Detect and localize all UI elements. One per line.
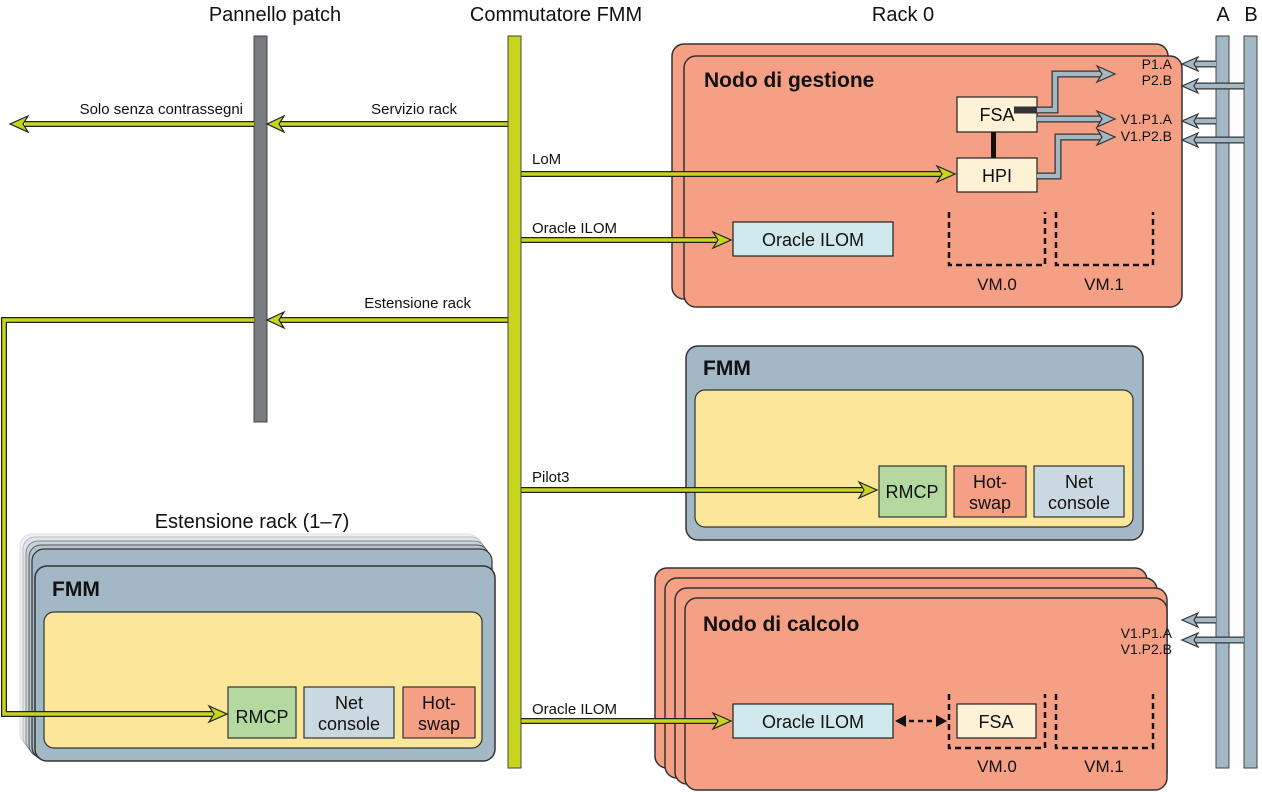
extension-hotswap-label-1: Hot-: [422, 693, 456, 713]
rack0-header: Rack 0: [872, 4, 934, 26]
port-p1a: P1.A: [1142, 56, 1173, 72]
link-label-pilot3: Pilot3: [532, 469, 570, 486]
link-label-oracle-ilom-compute: Oracle ILOM: [532, 701, 617, 718]
fmm-rack0-title: FMM: [703, 357, 751, 380]
management-node-title: Nodo di gestione: [704, 69, 874, 92]
extension-rmcp-label: RMCP: [236, 707, 289, 727]
link-label-oracle-ilom-mgmt: Oracle ILOM: [532, 220, 617, 237]
fmm-rack0: FMM RMCP Hot- swap Net console: [685, 345, 1144, 541]
port-v1p1a: V1.P1.A: [1121, 111, 1173, 127]
bus-a-header: A: [1216, 4, 1230, 26]
mgmt-fsa-box: [956, 96, 1038, 133]
link-label-lom: LoM: [532, 151, 561, 168]
patch-panel-header: Pannello patch: [209, 4, 341, 26]
port-v1p2b: V1.P2.B: [1121, 128, 1172, 144]
extension-netconsole-box: [303, 686, 395, 739]
extension-caption: Estensione rack (1–7): [155, 511, 350, 533]
mgmt-vm0-frame: [947, 212, 1047, 267]
mgmt-oracle-ilom-box: [732, 221, 894, 257]
extension-rack: Estensione rack (1–7) FMM RMCP Net conso…: [19, 511, 496, 762]
compute-vm1-label: VM.1: [1084, 757, 1124, 776]
fmm-rack0-netconsole-label-1: Net: [1065, 472, 1093, 492]
compute-port-v1p2b: V1.P2.B: [1121, 641, 1172, 657]
mgmt-vm0-label: VM.0: [977, 275, 1017, 294]
fsa-hpi-link: [991, 132, 996, 159]
fmm-rack0-hotswap-label-1: Hot-: [973, 472, 1007, 492]
compute-vm0-label: VM.0: [977, 757, 1017, 776]
bus-arrows-mgmt: [1180, 55, 1244, 149]
compute-vm1-frame: [1054, 694, 1155, 750]
fmm-rack0-rmcp-label: RMCP: [886, 482, 939, 502]
extension-hotswap-box: [402, 686, 476, 739]
compute-oracle-ilom-box: [732, 703, 894, 739]
mgmt-oracle-ilom-label: Oracle ILOM: [762, 230, 864, 250]
link-label-rack-service: Servizio rack: [371, 101, 457, 118]
compute-node: Nodo di calcolo V1.P1.A V1.P2.B Oracle I…: [654, 567, 1173, 791]
mgmt-port-arrows: [1014, 64, 1117, 180]
fmm-rack0-netconsole-label-2: console: [1048, 493, 1110, 513]
bus-b-header: B: [1244, 4, 1257, 26]
lime-links: [1, 114, 957, 731]
compute-fsa-label: FSA: [978, 712, 1013, 732]
compute-oracle-ilom-label: Oracle ILOM: [762, 712, 864, 732]
bus-b-bar: [1243, 35, 1258, 769]
mgmt-fsa-label: FSA: [979, 105, 1014, 125]
extension-fmm-title: FMM: [52, 578, 100, 601]
fmm-switch-header: Commutatore FMM: [470, 4, 642, 26]
fmm-rack0-hotswap-label-2: swap: [969, 493, 1011, 513]
fmm-rack0-rmcp-box: [878, 465, 947, 518]
compute-node-title: Nodo di calcolo: [703, 613, 859, 636]
bus-a-bar: [1215, 35, 1230, 769]
bus-arrows-compute: [1180, 611, 1244, 649]
mgmt-hpi-label: HPI: [982, 166, 1012, 186]
extension-netconsole-label-2: console: [318, 714, 380, 734]
compute-vm0-frame: [947, 694, 1047, 750]
link-label-unlabeled-only: Solo senza contrassegni: [80, 101, 243, 118]
fmm-rack0-hotswap-box: [953, 465, 1027, 518]
fmm-rack0-netconsole-box: [1033, 465, 1125, 518]
patch-panel-bar: [253, 35, 268, 423]
extension-hotswap-label-2: swap: [418, 714, 460, 734]
mgmt-vm1-label: VM.1: [1084, 275, 1124, 294]
fmm-switch-bar: [507, 35, 522, 769]
extension-netconsole-label-1: Net: [335, 693, 363, 713]
extension-rmcp-box: [227, 686, 297, 739]
mgmt-vm1-frame: [1054, 212, 1155, 267]
management-node: Nodo di gestione FSA HPI P1.A P2.B V1.P1…: [671, 43, 1183, 308]
compute-port-v1p1a: V1.P1.A: [1121, 625, 1173, 641]
port-p2b: P2.B: [1142, 72, 1172, 88]
compute-fsa-box: [956, 703, 1037, 739]
link-label-rack-extension: Estensione rack: [364, 295, 471, 312]
